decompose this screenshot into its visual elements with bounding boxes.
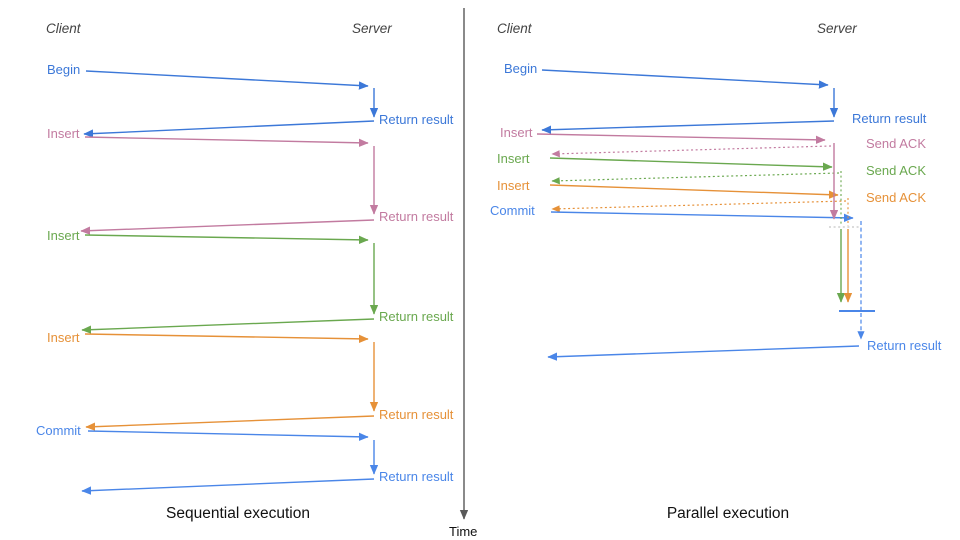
left-begin-label: Begin [47,62,81,77]
seq-insert2-request-line [84,234,369,245]
par-commit-return-line [547,345,860,361]
left-client-header: Client [46,21,81,36]
right-commit-label: Commit [490,203,535,218]
right-return-result-2: Return result [867,338,942,353]
right-insert-1-label: Insert [500,125,533,140]
par-begin-return-line [541,120,835,134]
seq-begin-request-line [85,70,369,90]
right-send-ack-1: Send ACK [866,136,926,151]
right-send-ack-2: Send ACK [866,163,926,178]
seq-insert1-return-line [80,219,375,235]
right-begin-label: Begin [504,61,538,76]
left-return-result-2: Return result [379,209,454,224]
left-insert-2-label: Insert [47,228,80,243]
par-commit-request-line [550,211,854,223]
left-return-result-5: Return result [379,469,454,484]
seq-insert3-return-line [85,415,375,431]
left-return-result-4: Return result [379,407,454,422]
right-insert-3-label: Insert [497,178,530,193]
time-axis-label: Time [449,524,478,539]
right-insert-2-label: Insert [497,151,530,166]
left-insert-3-label: Insert [47,330,80,345]
seq-insert3-request-line [84,333,369,344]
left-panel-title: Sequential execution [166,505,310,522]
par-insert3-ack-line [551,200,847,213]
right-return-result-1: Return result [852,111,927,126]
right-panel-title: Parallel execution [666,505,790,522]
left-return-result-1: Return result [379,112,454,127]
seq-insert1-request-line [84,136,369,148]
right-server-header: Server [817,21,857,36]
seq-commit-return-line [81,478,375,495]
par-begin-request-line [541,69,829,89]
par-insert2-ack-line [551,172,840,185]
left-return-result-3: Return result [379,309,454,324]
left-insert-1-label: Insert [47,126,80,141]
left-server-header: Server [352,21,392,36]
seq-insert2-return-line [81,318,375,334]
par-insert1-request-line [536,133,826,145]
seq-begin-return-line [83,120,375,138]
right-send-ack-3: Send ACK [866,190,926,205]
left-commit-label: Commit [36,423,81,438]
par-insert3-request-line [549,184,839,199]
par-insert1-ack-line [551,145,832,158]
par-insert2-request-line [549,157,833,171]
right-client-header: Client [497,21,532,36]
seq-commit-request-line [87,430,369,442]
